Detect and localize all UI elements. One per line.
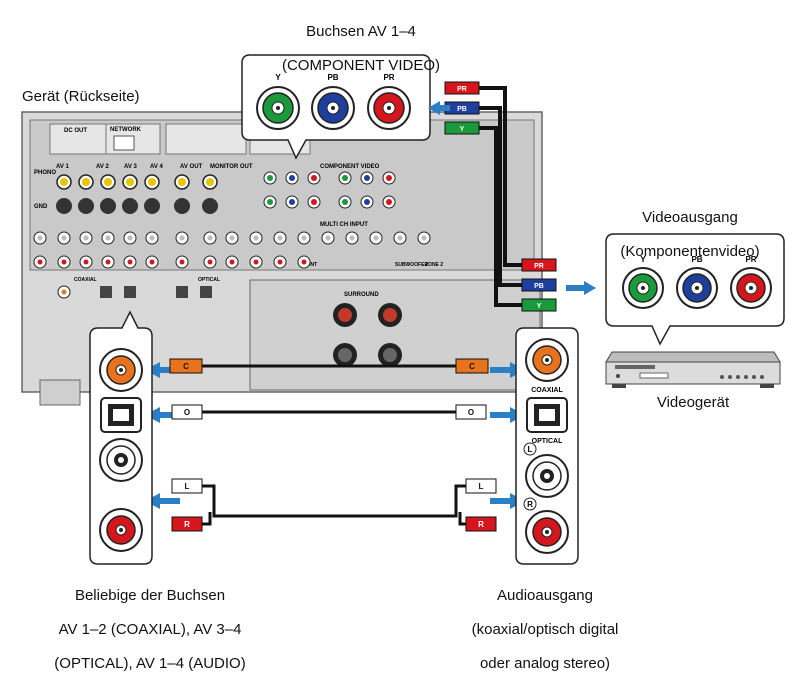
optical-cable: O O	[172, 405, 486, 419]
plug-top-y-label: Y	[460, 126, 465, 133]
callout-jack-pr	[368, 87, 410, 129]
panel-component-video-label: COMPONENT VIDEO	[320, 164, 380, 170]
audio-output-line2: (koaxial/optisch digital	[440, 621, 650, 638]
input-jacks-line3: (OPTICAL), AV 1–4 (AUDIO)	[30, 655, 270, 672]
plug-bottom-pb-label: PB	[534, 283, 544, 290]
receiver-input-callout	[90, 312, 152, 564]
panel-optical-label: OPTICAL	[198, 277, 220, 283]
input-audio-left-jack	[100, 439, 142, 481]
av-jacks-subtitle: (COMPONENT VIDEO)	[256, 57, 466, 74]
plug-top-pb-label: PB	[457, 106, 467, 113]
input-jacks-line1: Beliebige der Buchsen	[30, 587, 270, 604]
input-jacks-line2: AV 1–2 (COAXIAL), AV 3–4	[30, 621, 270, 638]
panel-gnd-label: GND	[34, 204, 48, 210]
stereo-plug-left-l-label: L	[185, 482, 190, 491]
panel-subwoofer-label: SUBWOOFER	[395, 262, 428, 268]
source-optical-label: OPTICAL	[532, 438, 563, 445]
video-device-caption: Videogerät	[606, 394, 780, 411]
stereo-cable: L R L R	[172, 479, 496, 531]
panel-av4-label: AV 4	[150, 164, 164, 170]
output-coaxial-jack	[526, 339, 568, 381]
panel-av3-label: AV 3	[124, 164, 138, 170]
source-output-callout: COAXIAL OPTICAL L R	[516, 328, 578, 564]
panel-dc-out-label: DC OUT	[64, 128, 87, 134]
optical-plug-left-label: O	[184, 408, 190, 417]
plug-bottom-y-label: Y	[537, 303, 542, 310]
panel-phono-label: PHONO	[34, 170, 56, 176]
av-jacks-caption: Buchsen AV 1–4 (COMPONENT VIDEO)	[256, 6, 466, 91]
input-audio-right-jack	[100, 509, 142, 551]
panel-av2-label: AV 2	[96, 164, 110, 170]
panel-network-label: NETWORK	[110, 127, 142, 133]
callout-jack-y	[257, 87, 299, 129]
panel-av-out-label: AV OUT	[180, 164, 203, 170]
panel-zone2-label: ZONE 2	[425, 262, 443, 268]
input-jacks-caption: Beliebige der Buchsen AV 1–2 (COAXIAL), …	[30, 570, 270, 689]
source-right-label: R	[527, 500, 533, 509]
panel-coaxial-label: COAXIAL	[74, 277, 97, 283]
plug-bottom-pr-label: PR	[534, 263, 544, 270]
output-audio-left-jack	[526, 455, 568, 497]
callout-jack-pb	[312, 87, 354, 129]
coax-plug-right-label: C	[469, 362, 475, 371]
stereo-plug-right-l-label: L	[479, 482, 484, 491]
stereo-plug-right-r-label: R	[478, 520, 484, 529]
optical-plug-right-label: O	[468, 408, 474, 417]
panel-monitor-out-label: MONITOR OUT	[210, 164, 253, 170]
panel-av1-label: AV 1	[56, 164, 70, 170]
source-left-label: L	[528, 445, 533, 454]
video-output-title: Videoausgang	[590, 209, 789, 226]
output-audio-right-jack	[526, 511, 568, 553]
source-coaxial-label: COAXIAL	[531, 387, 563, 394]
input-optical-jack	[101, 398, 141, 432]
input-coaxial-jack	[100, 349, 142, 391]
audio-output-line1: Audioausgang	[440, 587, 650, 604]
audio-output-caption: Audioausgang (koaxial/optisch digital od…	[440, 570, 650, 689]
audio-output-line3: oder analog stereo)	[440, 655, 650, 672]
video-device-icon	[606, 352, 780, 388]
panel-multi-ch-input-label: MULTI CH INPUT	[320, 222, 368, 228]
output-optical-jack	[527, 398, 567, 432]
stereo-plug-left-r-label: R	[184, 520, 190, 529]
device-rear-caption: Gerät (Rückseite)	[22, 88, 140, 105]
coax-plug-left-label: C	[183, 362, 189, 371]
video-output-caption: Videoausgang (Komponentenvideo)	[590, 192, 789, 277]
panel-surround-label: SURROUND	[344, 292, 379, 298]
video-output-subtitle: (Komponentenvideo)	[590, 243, 789, 260]
av-jacks-title: Buchsen AV 1–4	[256, 23, 466, 40]
